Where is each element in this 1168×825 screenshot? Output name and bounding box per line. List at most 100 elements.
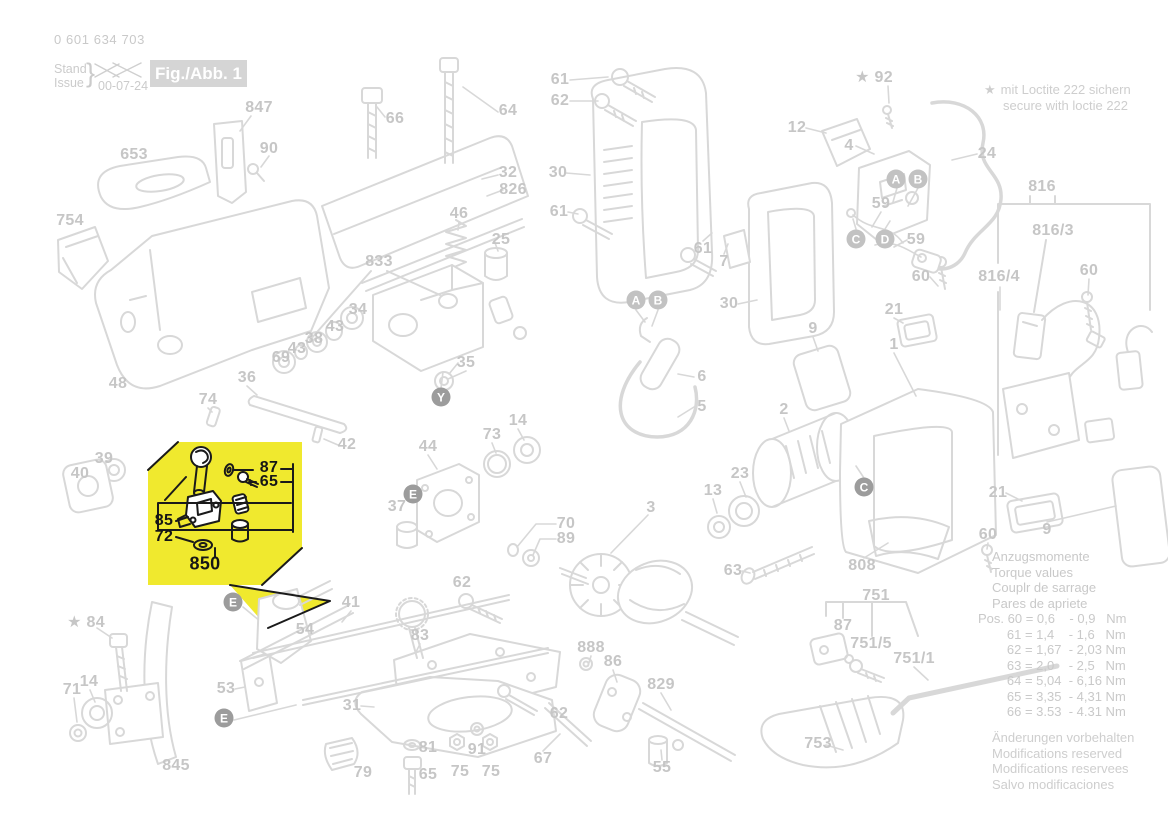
part-label: 1: [889, 336, 899, 353]
part-label: 23: [730, 465, 750, 482]
part-label: 79: [353, 764, 373, 781]
part-label: 61: [549, 203, 569, 220]
leader-lines: [73, 76, 1117, 761]
part-label: 37: [387, 498, 407, 515]
part-label: 38: [304, 330, 324, 347]
part-label: 826: [499, 181, 527, 198]
brace-glyph: }: [86, 58, 96, 88]
tq-row: 61 = 1,4 - 1,6 Nm: [978, 626, 1126, 642]
part-label: 63: [723, 562, 743, 579]
part-label: 54: [295, 621, 315, 638]
tq-row: Pos. 60 = 0,6 - 0,9 Nm: [978, 611, 1127, 626]
part-label: 70: [556, 515, 576, 532]
part-label: 816/4: [978, 268, 1020, 285]
part-label: 845: [162, 757, 190, 774]
bottom-housing-group: [323, 633, 905, 795]
ref-marker: D: [875, 229, 895, 249]
part-label: 14: [508, 412, 528, 429]
loctite-line1: ★ mit Loctite 222 sichern: [984, 82, 1131, 98]
part-label: 30: [719, 295, 739, 312]
part-label: 91: [467, 741, 487, 758]
gear-assembly-group: [205, 219, 527, 444]
part-label: 850: [189, 553, 221, 574]
part-label: 53: [216, 680, 236, 697]
part-label: 43: [325, 318, 345, 335]
part-label: 87: [259, 459, 279, 476]
part-label: 5: [697, 398, 707, 415]
part-label: 653: [120, 146, 148, 163]
ref-marker: A: [626, 290, 646, 310]
ft-line: Modifications reservees: [992, 761, 1129, 776]
part-label: 43: [287, 340, 307, 357]
part-label: 44: [418, 438, 438, 455]
part-label: 40: [70, 465, 90, 482]
document-number: 0 601 634 703: [54, 32, 145, 47]
part-label: 72: [154, 528, 174, 545]
loctite-text-de: mit Loctite 222 sichern: [1000, 82, 1131, 97]
bearing-block-group: [396, 436, 541, 624]
part-label: 59: [906, 231, 926, 248]
part-label: 4: [844, 137, 854, 154]
part-label: 48: [108, 375, 128, 392]
part-label: 60: [911, 268, 931, 285]
part-label: 847: [245, 99, 273, 116]
part-label: 14: [79, 673, 99, 690]
part-label: 62: [452, 574, 472, 591]
part-label: 89: [556, 530, 576, 547]
tq-head: Couplr de sarrage: [992, 580, 1097, 595]
part-label: 30: [548, 164, 568, 181]
part-label: 816: [1028, 178, 1056, 195]
part-label: 74: [198, 391, 218, 408]
part-label: 816/3: [1032, 222, 1074, 239]
tq-row: 62 = 1,67 - 2,03 Nm: [978, 642, 1126, 657]
tq-row: 65 = 3,35 - 4,31 Nm: [978, 688, 1126, 704]
part-label: 66: [385, 110, 405, 127]
part-label: 751: [862, 587, 890, 604]
part-label: 6: [697, 368, 707, 385]
part-label: 85: [154, 512, 174, 529]
part-label: 888: [577, 639, 605, 656]
highlight-detail-art: [147, 441, 331, 629]
part-label: 24: [977, 145, 997, 162]
part-label: 7: [719, 253, 729, 270]
brush-holder-group: [997, 195, 1153, 459]
ref-marker: E: [403, 484, 423, 504]
spindle-group: [239, 580, 549, 706]
ref-marker: A: [886, 169, 906, 189]
part-label: ★ 84: [67, 614, 105, 631]
part-label: 36: [237, 369, 257, 386]
part-label: 41: [341, 594, 361, 611]
top-cover-group: [321, 57, 529, 292]
loctite-text-en: secure with loctie 222: [1003, 98, 1129, 113]
part-label: 35: [456, 354, 476, 371]
part-label: 2: [779, 401, 789, 418]
accessory-group: [809, 601, 1060, 716]
part-label: 754: [56, 212, 84, 229]
part-label: 833: [365, 253, 393, 270]
ft-line: Modifications reserved: [992, 745, 1123, 761]
part-label: 75: [481, 763, 501, 780]
ft-line: Salvo modificaciones: [992, 776, 1115, 792]
part-label: 753: [804, 735, 832, 752]
tq-row: 63 = 2,0 - 2,5 Nm: [978, 657, 1126, 673]
part-label: 60: [978, 526, 998, 543]
torque-rows: Pos. 60 = 0,6 - 0,9 Nm 61 = 1,4 - 1,6 Nm…: [978, 611, 1126, 720]
tq-head: Anzugsmomente: [992, 549, 1090, 564]
part-label: 9: [808, 320, 818, 337]
ref-marker: B: [648, 290, 668, 310]
part-label: 751/5: [850, 635, 892, 652]
part-label: 21: [988, 484, 1008, 501]
part-label: 81: [418, 739, 438, 756]
part-label: 751/1: [893, 650, 935, 667]
part-label: ★ 92: [855, 69, 893, 86]
clamp-group: [69, 601, 278, 765]
figure-label: Fig./Abb. 1: [150, 60, 247, 87]
part-label: 62: [550, 92, 570, 109]
part-label: 83: [410, 627, 430, 644]
part-label: 46: [449, 205, 469, 222]
part-label: 90: [259, 140, 279, 157]
star-icon: ★: [984, 82, 996, 97]
